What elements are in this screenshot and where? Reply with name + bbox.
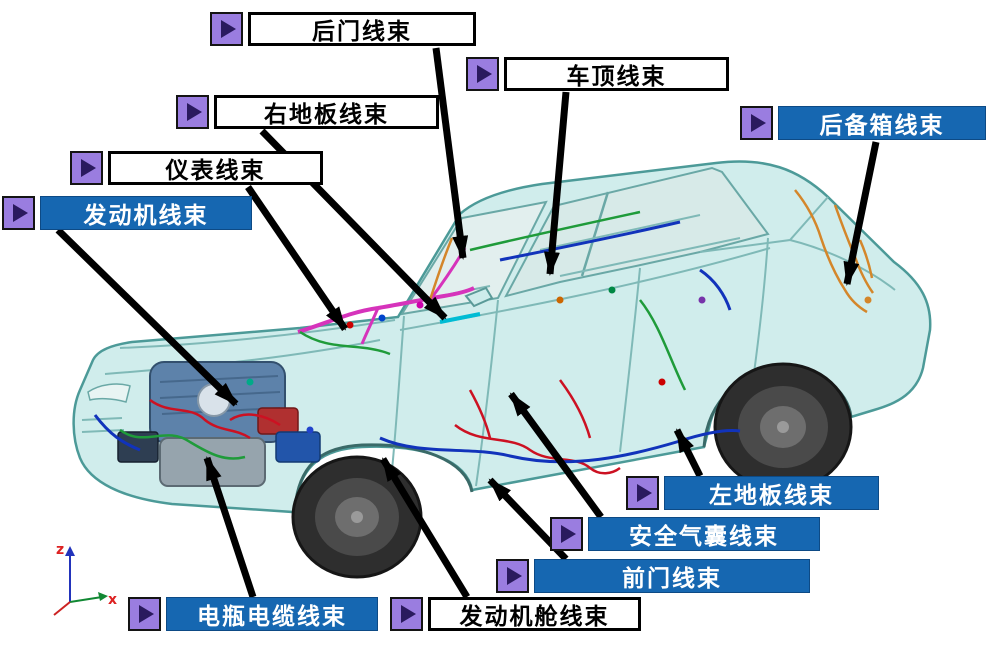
leader-arrows	[55, 47, 880, 599]
arrow-battery	[203, 456, 257, 599]
b-pillar-line	[580, 191, 610, 277]
pointer-icon	[2, 196, 35, 230]
harness-connector-dots	[246, 286, 872, 434]
label-roof-harness: 车顶线束	[466, 57, 729, 91]
front-wheel-well	[294, 443, 474, 501]
axis-z-label: z	[56, 542, 64, 558]
triangle-glyph	[506, 567, 522, 585]
label-text-engine-bay: 发动机舱线束	[428, 597, 641, 631]
harness-lines-cyan	[439, 312, 481, 324]
pointer-icon	[390, 597, 423, 631]
label-text-airbag: 安全气囊线束	[588, 517, 820, 551]
label-text-left-floor: 左地板线束	[664, 476, 879, 510]
side-mirror	[464, 286, 494, 308]
label-battery-cable-harness: 电瓶电缆线束	[128, 597, 378, 631]
label-engine-bay-harness: 发动机舱线束	[390, 597, 641, 631]
triangle-glyph	[12, 204, 28, 222]
arrow-engine	[55, 227, 239, 407]
rear-wheel	[713, 362, 853, 492]
label-front-door-harness: 前门线束	[496, 559, 810, 593]
pointer-icon	[466, 57, 499, 91]
triangle-glyph	[636, 484, 652, 502]
windshield-glass	[399, 200, 548, 316]
label-engine-harness: 发动机线束	[2, 196, 252, 230]
label-instrument-harness: 仪表线束	[70, 151, 323, 185]
label-text-rear-door: 后门线束	[248, 12, 476, 46]
label-right-floor-harness: 右地板线束	[176, 95, 439, 129]
label-airbag-harness: 安全气囊线束	[550, 517, 820, 551]
arrow-rear-door	[432, 47, 469, 260]
arrow-roof	[543, 91, 570, 276]
label-text-engine: 发动机线束	[40, 196, 252, 230]
arrow-trunk	[843, 141, 880, 286]
label-text-instrument: 仪表线束	[108, 151, 323, 185]
arrow-instrument	[245, 185, 348, 331]
triangle-glyph	[476, 65, 492, 83]
pointer-icon	[496, 559, 529, 593]
label-text-roof: 车顶线束	[504, 57, 729, 91]
front-wheel	[291, 455, 423, 579]
label-trunk-harness: 后备箱线束	[740, 106, 986, 140]
pointer-icon	[176, 95, 209, 129]
pointer-icon	[128, 597, 161, 631]
triangle-glyph	[560, 525, 576, 543]
triangle-glyph	[186, 103, 202, 121]
headlight	[87, 383, 131, 403]
label-text-right-floor: 右地板线束	[214, 95, 439, 129]
pointer-icon	[740, 106, 773, 140]
label-left-floor-harness: 左地板线束	[626, 476, 879, 510]
pointer-icon	[70, 151, 103, 185]
pointer-icon	[550, 517, 583, 551]
harness-lines-blue	[93, 220, 741, 464]
pointer-icon	[626, 476, 659, 510]
triangle-glyph	[220, 20, 236, 38]
triangle-glyph	[138, 605, 154, 623]
arrow-left-floor	[673, 428, 704, 478]
triangle-glyph	[750, 114, 766, 132]
pointer-icon	[210, 12, 243, 46]
label-text-front-door: 前门线束	[534, 559, 810, 593]
arrow-engine-bay	[380, 457, 470, 599]
triangle-glyph	[400, 605, 416, 623]
label-text-battery-cable: 电瓶电缆线束	[166, 597, 378, 631]
coordinate-triad: z x	[53, 542, 117, 616]
car-body	[72, 160, 932, 579]
label-rear-door-harness: 后门线束	[210, 12, 476, 46]
axis-x-label: x	[108, 592, 117, 608]
harness-lines-green	[119, 210, 687, 460]
label-text-trunk: 后备箱线束	[778, 106, 986, 140]
arrow-airbag	[508, 391, 604, 520]
triangle-glyph	[80, 159, 96, 177]
